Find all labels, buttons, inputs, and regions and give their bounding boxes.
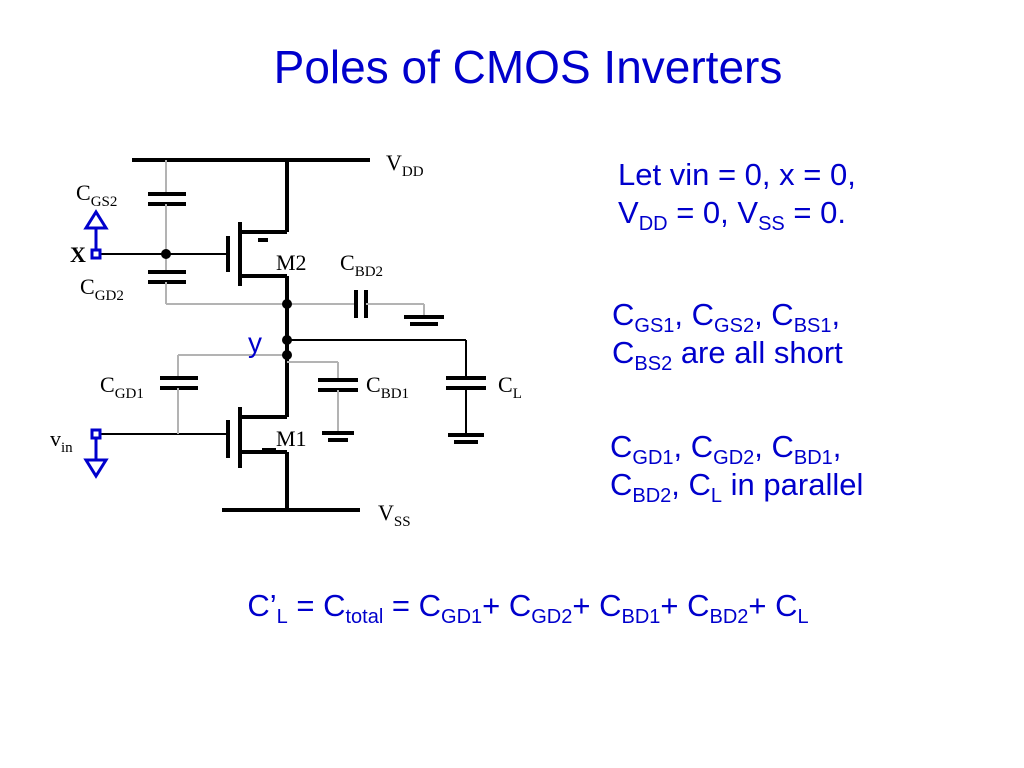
cgd2-label: CGD2 xyxy=(80,274,124,304)
cbd2-label: CBD2 xyxy=(340,250,383,280)
cgs2-capacitor xyxy=(148,160,186,254)
cbd2-capacitor xyxy=(287,290,425,318)
parallel-caps-line-2: CBD2, CL in parallel xyxy=(610,467,864,508)
parallel-caps-note: CGD1, CGD2, CBD1, CBD2, CL in parallel xyxy=(610,428,864,508)
cbd1-capacitor xyxy=(287,361,358,432)
vin-label: vin xyxy=(50,426,73,456)
junction-dot xyxy=(282,299,292,309)
shorted-caps-line-2: CBS2 are all short xyxy=(612,335,843,376)
x-input-arrow xyxy=(83,209,109,260)
parallel-caps-line-1: CGD1, CGD2, CBD1, xyxy=(610,429,842,470)
slide-title: Poles of CMOS Inverters xyxy=(273,41,783,93)
shorted-caps-line-1: CGS1, CGS2, CBS1, xyxy=(612,297,841,338)
cgd1-capacitor xyxy=(160,354,287,434)
total-capacitance-formula: C’L = Ctotal = CGD1+ CGD2+ CBD1+ CBD2+ C… xyxy=(247,588,809,629)
ground-symbol xyxy=(404,315,444,326)
assumption-line-2: VDD = 0, VSS = 0. xyxy=(618,195,846,236)
junction-dot xyxy=(161,249,171,259)
y-label: y xyxy=(248,327,262,358)
ground-symbol xyxy=(448,433,484,444)
vin-input-arrow xyxy=(83,428,109,479)
junction-dot xyxy=(282,350,292,360)
m1-label: M1 xyxy=(276,426,307,451)
shorted-caps-note: CGS1, CGS2, CBS1, CBS2 are all short xyxy=(612,296,843,376)
cgs2-label: CGS2 xyxy=(76,180,117,210)
cgd2-capacitor xyxy=(148,254,287,305)
assumption-line-1: Let vin = 0, x = 0, xyxy=(618,157,856,192)
vss-label: VSS xyxy=(378,500,411,530)
m2-transistor xyxy=(226,160,289,304)
cl-capacitor xyxy=(287,339,486,434)
ground-symbol xyxy=(322,431,354,442)
cgd1-label: CGD1 xyxy=(100,372,144,402)
x-label: X xyxy=(70,242,86,267)
vdd-label: VDD xyxy=(386,150,424,180)
junction-dot xyxy=(282,335,292,345)
cl-label: CL xyxy=(498,372,522,402)
m1-transistor xyxy=(226,355,289,510)
m2-label: M2 xyxy=(276,250,307,275)
assumption-note: Let vin = 0, x = 0, VDD = 0, VSS = 0. xyxy=(618,156,856,236)
cbd1-label: CBD1 xyxy=(366,372,409,402)
